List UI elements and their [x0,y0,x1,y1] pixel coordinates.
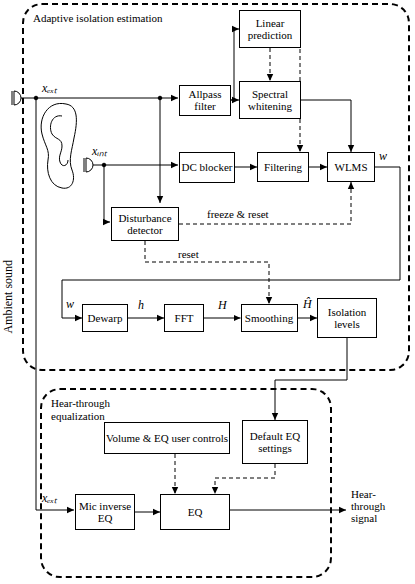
box-label: Smoothing [245,312,293,324]
box-label: Allpass filter [180,88,230,113]
signal-arrow [62,167,400,318]
signal-name: H [218,299,227,312]
junction-dot [34,96,38,100]
process-box: WLMS [327,152,375,182]
signal-wire [21,98,178,99]
signal-wire [160,98,161,203]
process-box: DC blocker [179,152,235,183]
process-box: Linear prediction [239,10,301,48]
control-arrow [215,464,275,494]
signal-arrow [235,167,257,168]
control-arrow [145,241,269,304]
box-label: Volume & EQ user controls [106,432,228,444]
process-box: FFT [164,304,204,332]
process-box: Disturbance detector [111,207,179,241]
process-box: Smoothing [241,304,298,332]
box-label: DC blocker [181,161,232,173]
signal-wire [104,165,110,222]
edge-label: freeze & reset [205,208,271,220]
process-box: Default EQ settings [242,420,308,464]
box-label: Spectral whitening [240,88,300,113]
region-title: Hear-through equalization [51,397,161,422]
signal-arrow [128,318,164,319]
ear-illustration [50,116,68,166]
signal-arrow [275,338,347,420]
signal-arrow [231,29,239,100]
edge-label: reset [176,248,201,260]
box-label: Dewarp [88,312,123,324]
box-label: Default EQ settings [243,430,307,455]
mic-symbol [86,158,93,172]
output-label: Hear-through signal [351,488,399,524]
box-label: Isolation levels [318,306,376,331]
box-label: Disturbance detector [112,212,178,237]
dashed-region: Hear-through equalizationVolume & EQ use… [40,388,332,578]
signal-wire [228,510,346,511]
signal-arrow [309,167,327,168]
process-box: Allpass filter [179,85,231,116]
region-title: Adaptive isolation estimation [33,12,163,25]
side-label: Ambient sound [2,264,15,334]
signal-name: Ĥ [303,298,312,311]
process-box: Filtering [257,152,309,182]
control-arrow [175,454,176,494]
signal-name: xₑₓₜ [42,492,57,505]
signal-arrow [135,512,160,513]
box-label: Filtering [264,161,302,173]
box-label: WLMS [335,161,368,173]
process-box: Dewarp [82,304,128,332]
signal-name: h [138,299,144,312]
dashed-region: Adaptive isolation estimation Linear pred… [22,3,410,371]
box-label: EQ [188,506,203,518]
process-box: EQ [160,494,230,530]
signal-arrow [204,318,241,319]
box-label: Linear prediction [240,17,300,42]
signal-name: xₑₓₜ [42,82,57,95]
process-box: Isolation levels [317,298,377,338]
signal-name: w [379,150,387,163]
ear-illustration [41,103,76,188]
signal-arrow [231,100,239,101]
control-arrow [270,48,271,81]
process-box: Mic inverse EQ [75,494,135,530]
mic-symbol [12,91,13,105]
signal-arrow [301,100,351,152]
junction-dot [158,96,162,100]
control-arrow [179,182,351,224]
signal-name: w [66,298,74,311]
signal-arrow [298,318,318,319]
mic-symbol [84,158,85,172]
mic-symbol [14,91,21,105]
junction-dot [102,163,106,167]
box-label: Mic inverse EQ [76,500,134,525]
signal-name: xᵢₙₜ [92,145,107,158]
process-box: Volume & EQ user controls [104,422,230,454]
box-label: FFT [175,312,194,324]
process-box: Spectral whitening [239,81,301,119]
